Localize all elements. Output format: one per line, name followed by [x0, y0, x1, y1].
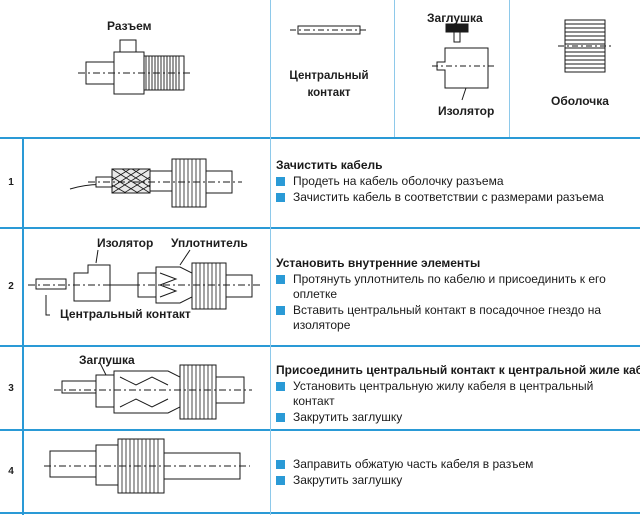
- callout-insulator: Изолятор: [97, 236, 154, 250]
- step-text-block: Присоединить центральный контакт к центр…: [276, 363, 640, 425]
- connector-label: Разъем: [107, 19, 152, 33]
- connector-drawing: [78, 19, 612, 101]
- bullet-text: Зачистить кабель в соответствии с размер…: [293, 190, 604, 204]
- step-bullet: Заправить обжатую часть кабеля в разъем: [276, 457, 636, 472]
- center-contact-label: Центральный контакт: [289, 70, 369, 99]
- step-text-block: Зачистить кабель Продеть на кабель оболо…: [276, 158, 636, 205]
- bullet-text: Вставить центральный контакт в посадочно…: [293, 303, 602, 332]
- step-bullet: Продеть на кабель оболочку разъема: [276, 174, 636, 189]
- step-number: 4: [8, 466, 14, 477]
- bullet-text: Заправить обжатую часть кабеля в разъем: [293, 457, 534, 471]
- header-divider-1: [270, 0, 271, 137]
- insulator-label: Изолятор: [438, 104, 495, 118]
- step-4-drawing: [44, 438, 250, 494]
- plug-label: Заглушка: [427, 11, 483, 25]
- bullet-marker: [276, 177, 285, 186]
- header-divider-2: [394, 0, 395, 137]
- step-number: 1: [8, 177, 14, 188]
- step-text-block: Заправить обжатую часть кабеля в разъем …: [276, 456, 636, 488]
- bullet-marker: [276, 382, 285, 391]
- step-bullet: Вставить центральный контакт в посадочно…: [276, 303, 606, 333]
- step-2-drawing: [28, 249, 262, 316]
- callout-center-contact: Центральный контакт: [60, 307, 191, 321]
- step-1-drawing: [69, 158, 242, 208]
- step-number: 3: [8, 383, 14, 394]
- shell-label: Оболочка: [551, 94, 609, 108]
- bullet-marker: [276, 413, 285, 422]
- bullet-marker: [276, 460, 285, 469]
- step-text-block: Установить внутренние элементы Протянуть…: [276, 256, 636, 333]
- step-3-drawing: [54, 362, 252, 420]
- bullet-marker: [276, 476, 285, 485]
- step-title: Присоединить центральный контакт к центр…: [276, 363, 640, 377]
- bullet-text: Закрутить заглушку: [293, 410, 403, 424]
- body-divider: [270, 137, 271, 515]
- bullet-text: Протянуть уплотнитель по кабелю и присое…: [293, 272, 606, 301]
- bullet-text: Продеть на кабель оболочку разъема: [293, 174, 504, 188]
- step-title: Зачистить кабель: [276, 158, 383, 172]
- bullet-marker: [276, 193, 285, 202]
- bullet-text: Установить центральную жилу кабеля в цен…: [293, 379, 594, 408]
- step-bullet: Установить центральную жилу кабеля в цен…: [276, 379, 636, 409]
- bottom-border: [0, 512, 640, 514]
- bullet-text: Закрутить заглушку: [293, 473, 403, 487]
- step-bullet: Зачистить кабель в соответствии с размер…: [276, 190, 636, 205]
- callout-plug: Заглушка: [79, 353, 135, 367]
- callout-seal: Уплотнитель: [171, 236, 248, 250]
- step-bullet: Закрутить заглушку: [276, 473, 636, 488]
- row-divider-header: [0, 137, 640, 139]
- row-divider-2: [0, 345, 640, 347]
- row-divider-3: [0, 429, 640, 431]
- step-title: Установить внутренние элементы: [276, 256, 481, 270]
- step-bullet: Закрутить заглушку: [276, 410, 636, 425]
- header-divider-3: [509, 0, 510, 137]
- bullet-marker: [276, 275, 285, 284]
- step-bullet: Протянуть уплотнитель по кабелю и присое…: [276, 272, 636, 302]
- step-number: 2: [8, 281, 14, 292]
- number-column-divider: [22, 137, 24, 515]
- row-divider-1: [0, 227, 640, 229]
- bullet-marker: [276, 306, 285, 315]
